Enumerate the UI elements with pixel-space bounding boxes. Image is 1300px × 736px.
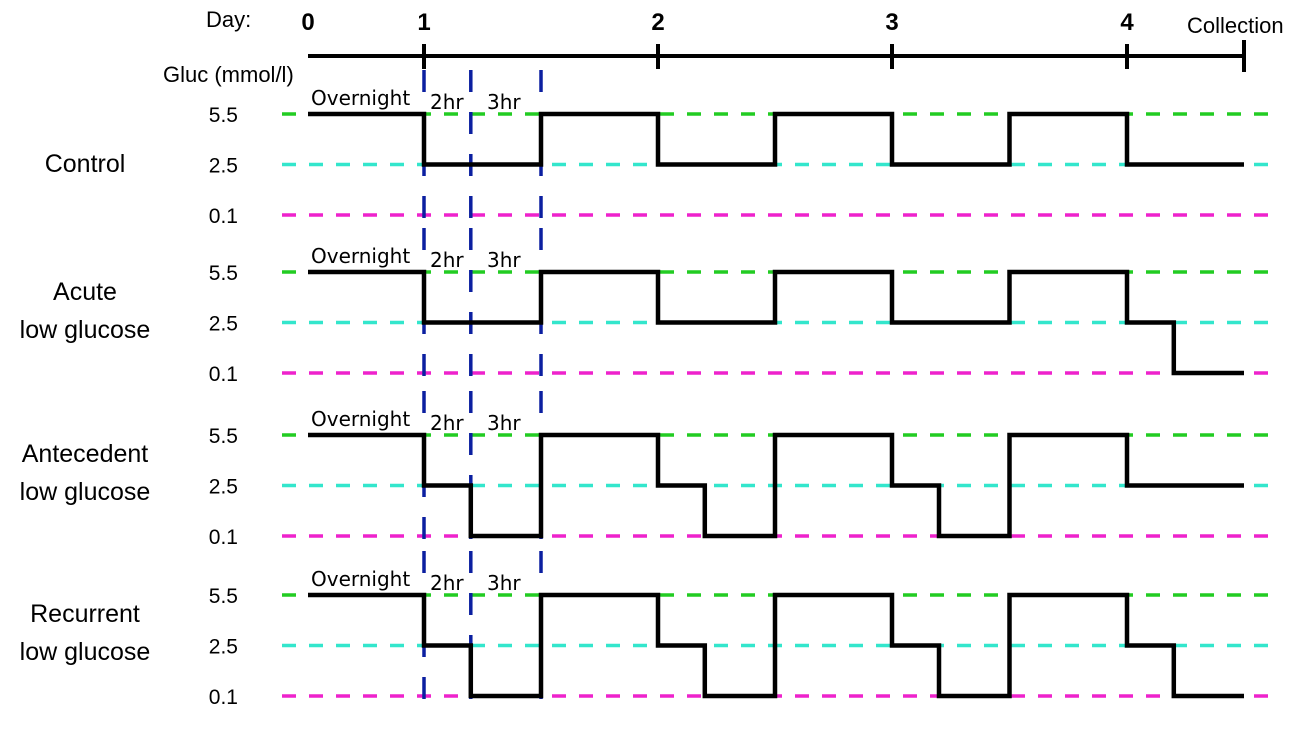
day-tick-label: 1 xyxy=(417,9,430,36)
y-axis-label: Gluc (mmol/l) xyxy=(163,62,294,87)
day-label: Day: xyxy=(206,7,251,32)
glucose-trace xyxy=(308,432,1244,539)
row-label: Acute xyxy=(53,278,117,306)
y-axis-label-group: Gluc (mmol/l) xyxy=(163,62,294,87)
segment-label-3hr: 3hr xyxy=(487,411,521,435)
level-label: 0.1 xyxy=(209,686,238,709)
day-tick-label: 3 xyxy=(885,9,898,36)
segment-label-2hr: 2hr xyxy=(430,571,464,595)
segment-label-overnight: Overnight xyxy=(311,407,410,431)
glucose-trace xyxy=(308,592,1244,699)
segment-label-overnight: Overnight xyxy=(311,567,410,591)
segment-label-overnight: Overnight xyxy=(311,244,410,268)
level-label: 2.5 xyxy=(209,155,238,178)
day-tick-label: 4 xyxy=(1120,9,1134,36)
row-label: low glucose xyxy=(20,478,151,506)
row-label: Control xyxy=(45,150,126,178)
level-label: 5.5 xyxy=(209,262,238,285)
day-tick-label: 0 xyxy=(301,9,314,36)
level-label: 2.5 xyxy=(209,636,238,659)
timeline: Day: 0 1 2 3 4 Collection xyxy=(206,7,1284,72)
level-label: 2.5 xyxy=(209,313,238,336)
level-label: 2.5 xyxy=(209,476,238,499)
segment-label-2hr: 2hr xyxy=(430,90,464,114)
collection-label: Collection xyxy=(1187,13,1284,38)
segment-label-2hr: 2hr xyxy=(430,248,464,272)
level-label: 5.5 xyxy=(209,425,238,448)
level-label: 0.1 xyxy=(209,526,238,549)
segment-label-3hr: 3hr xyxy=(487,248,521,272)
level-label: 0.1 xyxy=(209,363,238,386)
segment-label-2hr: 2hr xyxy=(430,411,464,435)
level-label: 5.5 xyxy=(209,104,238,127)
segment-label-overnight: Overnight xyxy=(311,86,410,110)
row-label: Antecedent xyxy=(22,440,149,468)
segment-label-3hr: 3hr xyxy=(487,90,521,114)
glucose-trace xyxy=(308,111,1244,167)
row-label: Recurrent xyxy=(30,600,140,628)
level-label: 5.5 xyxy=(209,585,238,608)
level-label: 0.1 xyxy=(209,205,238,228)
row-label: low glucose xyxy=(20,316,151,344)
row-label: low glucose xyxy=(20,638,151,666)
day-tick-label: 2 xyxy=(651,9,664,36)
glucose-trace xyxy=(308,269,1244,376)
segment-label-3hr: 3hr xyxy=(487,571,521,595)
